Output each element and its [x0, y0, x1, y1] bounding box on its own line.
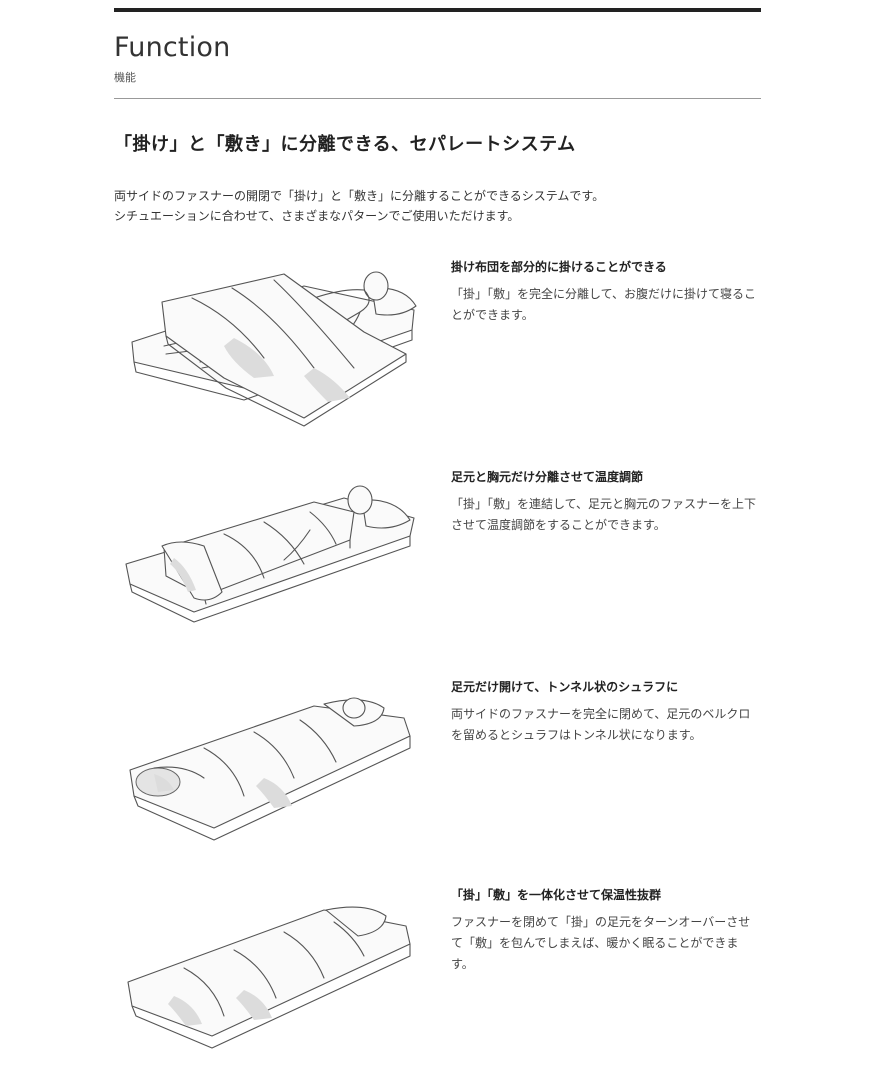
intro-line-1: 両サイドのファスナーの開閉で「掛け」と「敷き」に分離することができるシステムです… [114, 189, 605, 203]
feature-title: 「掛」「敷」を一体化させて保温性抜群 [451, 888, 662, 902]
feature-description: 両サイドのファスナーを完全に閉めて、足元のベルクロを留めるとシュラフはトンネル状… [451, 707, 751, 742]
feature-integrated-warmth: 「掛」「敷」を一体化させて保温性抜群 ファスナーを閉めて「掛」の足元をターンオー… [114, 886, 764, 1080]
feature-title: 掛け布団を部分的に掛けることができる [451, 260, 667, 274]
page-subtitle: 機能 [114, 71, 136, 84]
page-title: Function [114, 32, 231, 63]
illustration-integrated-warmth [127, 906, 411, 1049]
intro-text: 両サイドのファスナーの開閉で「掛け」と「敷き」に分離することができるシステムです… [114, 186, 754, 226]
intro-line-2: シチュエーションに合わせて、さまざまなパターンでご使用いただけます。 [114, 209, 520, 223]
feature-description: ファスナーを閉めて「掛」の足元をターンオーバーさせて「敷」を包んでしまえば、暖か… [451, 915, 751, 971]
illustration-partial-cover [131, 271, 417, 427]
illustration-temperature-control [125, 485, 415, 623]
feature-title: 足元だけ開けて、トンネル状のシュラフに [451, 680, 679, 694]
feature-description: 「掛」「敷」を完全に分離して、お腹だけに掛けて寝ることができます。 [451, 287, 757, 322]
feature-tunnel-bag: 足元だけ開けて、トンネル状のシュラフに 両サイドのファスナーを完全に閉めて、足元… [114, 678, 764, 878]
feature-temperature-control: 足元と胸元だけ分離させて温度調節 「掛」「敷」を連結して、足元と胸元のファスナー… [114, 468, 764, 668]
feature-title: 足元と胸元だけ分離させて温度調節 [451, 470, 644, 484]
feature-partial-cover: 掛け布団を部分的に掛けることができる 「掛」「敷」を完全に分離して、お腹だけに掛… [114, 258, 764, 458]
illustration-tunnel-bag [129, 697, 411, 841]
header-divider [114, 98, 761, 99]
section-headline: 「掛け」と「敷き」に分離できる、セパレートシステム [114, 134, 576, 155]
feature-description: 「掛」「敷」を連結して、足元と胸元のファスナーを上下させて温度調節をすることがで… [451, 497, 757, 532]
top-rule [114, 8, 761, 12]
